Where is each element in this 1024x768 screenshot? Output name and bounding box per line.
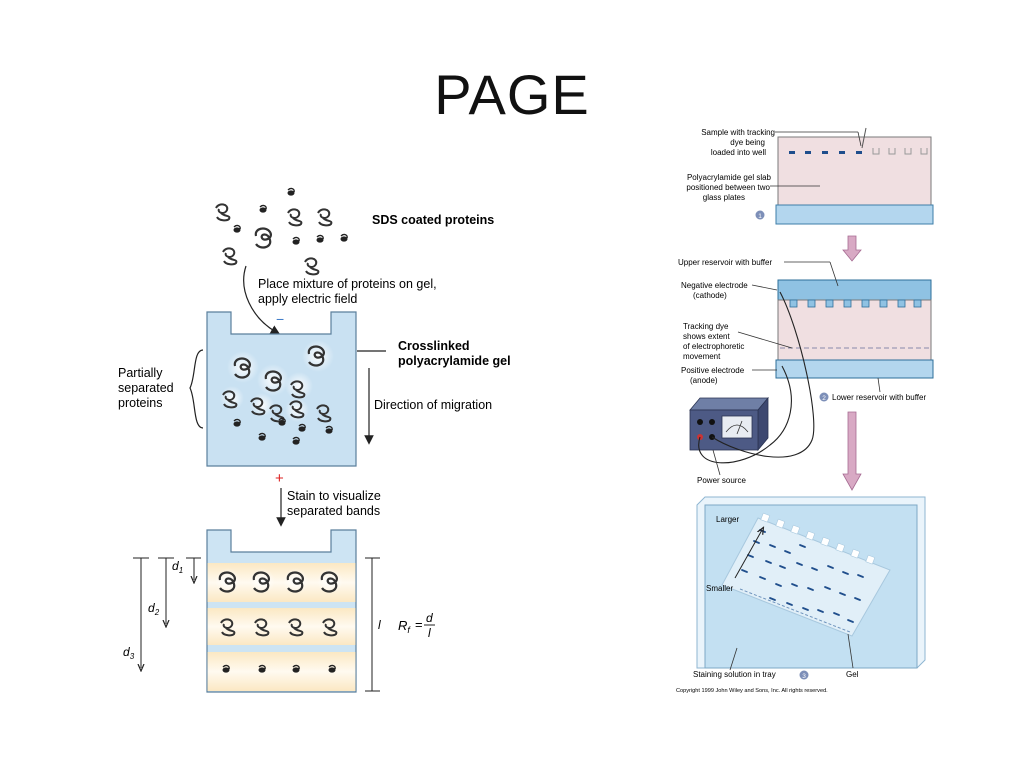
pipette	[861, 127, 867, 149]
partial-label-2: separated	[118, 381, 174, 395]
pos-electrode-label-1: Positive electrode	[681, 366, 745, 375]
svg-text:1: 1	[758, 213, 762, 220]
neg-electrode-label-2: (cathode)	[693, 291, 727, 300]
gel-label-1: Crosslinked	[398, 339, 470, 353]
partial-label-3: proteins	[118, 396, 162, 410]
sds-protein-cluster	[215, 187, 349, 276]
power-source-label: Power source	[697, 476, 746, 485]
dye-label-3: of electrophoretic	[683, 342, 744, 351]
larger-label: Larger	[716, 515, 739, 524]
minus-sign: −	[276, 311, 284, 327]
svg-text:d: d	[426, 611, 433, 625]
wire-negative	[711, 291, 815, 458]
left-figure: SDS coated proteins Place mixture of pro…	[118, 187, 511, 693]
step3-badge	[799, 670, 809, 680]
pos-electrode-label-2: (anode)	[690, 376, 718, 385]
lower-reservoir	[775, 359, 934, 379]
partial-label-1: Partially	[118, 366, 163, 380]
lower-reservoir-label: Lower reservoir with buffer	[832, 393, 926, 402]
step1-badge	[755, 210, 765, 220]
slab-label-3: glass plates	[703, 193, 745, 202]
svg-text:3: 3	[802, 673, 806, 680]
step2-badge	[819, 392, 829, 402]
gel-slab-1	[777, 136, 932, 208]
staining-label: Staining solution in tray	[693, 670, 776, 679]
gel-slab-2	[777, 299, 932, 363]
load-arrow	[243, 265, 281, 335]
l-label: l	[378, 618, 381, 632]
d2-label: d2	[148, 601, 160, 617]
gel-label-2: polyacrylamide gel	[398, 354, 511, 368]
wells-2	[789, 299, 922, 308]
step1-text-2: apply electric field	[258, 292, 357, 306]
smaller-label: Smaller	[706, 584, 733, 593]
sample-label-2: dye being	[730, 138, 765, 147]
step1-text-1: Place mixture of proteins on gel,	[258, 277, 437, 291]
upper-reservoir	[777, 279, 932, 301]
step2-text-1: Stain to visualize	[287, 489, 381, 503]
sds-label: SDS coated proteins	[372, 213, 494, 227]
svg-text:=: =	[415, 617, 423, 632]
svg-text:Rf: Rf	[398, 618, 411, 635]
wells-1	[789, 151, 862, 154]
brace	[189, 349, 204, 429]
sample-label-3: loaded into well	[711, 148, 766, 157]
svg-text:l: l	[428, 626, 431, 640]
band-proteins	[215, 568, 343, 674]
slab-label-2: positioned between two	[686, 183, 770, 192]
d3-label: d3	[123, 645, 135, 661]
wire-positive	[698, 365, 792, 464]
step-arrow-2	[842, 411, 862, 491]
dye-label-2: shows extent	[683, 332, 730, 341]
stained-gel	[721, 512, 891, 637]
power-source	[689, 396, 769, 452]
gel-proteins-1	[220, 340, 334, 446]
tray-1	[775, 204, 934, 225]
step-arrow-1	[842, 235, 862, 262]
gel-label: Gel	[846, 670, 859, 679]
plus-sign: +	[275, 470, 284, 487]
size-arrow	[734, 530, 762, 579]
copyright-text: Copyright 1999 John Wiley and Sons, Inc.…	[676, 688, 828, 694]
slide-title: PAGE	[434, 63, 590, 126]
dye-label-1: Tracking dye	[683, 322, 729, 331]
svg-text:2: 2	[822, 395, 826, 402]
step2-text-2: separated bands	[287, 504, 380, 518]
neg-electrode-label-1: Negative electrode	[681, 281, 748, 290]
sample-label-1: Sample with tracking	[701, 128, 775, 137]
direction-label: Direction of migration	[374, 398, 492, 412]
right-figure: Sample with tracking dye being loaded in…	[676, 127, 934, 694]
slab-label-1: Polyacrylamide gel slab	[687, 173, 772, 182]
rf-formula: Rf = d l	[398, 611, 435, 640]
upper-reservoir-label: Upper reservoir with buffer	[678, 258, 772, 267]
dye-label-4: movement	[683, 352, 721, 361]
d1-label: d1	[172, 559, 183, 575]
